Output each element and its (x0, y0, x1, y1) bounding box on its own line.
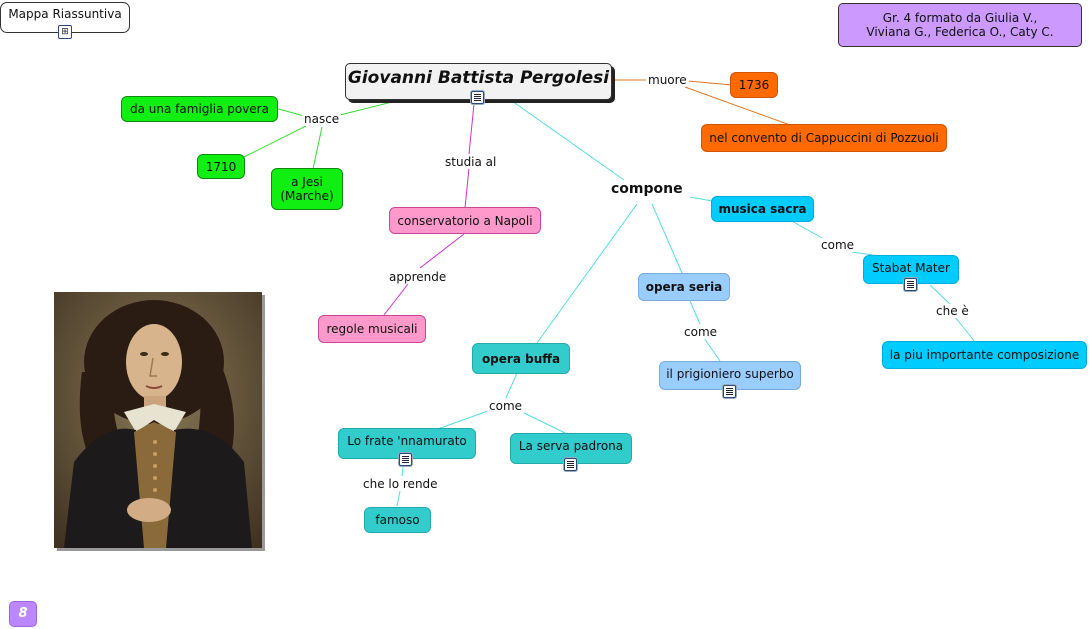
node-luogo-morte[interactable]: nel convento di Cappuccini di Pozzuoli (701, 124, 947, 152)
connector (789, 219, 823, 239)
document-icon[interactable] (723, 385, 736, 398)
connector (419, 233, 465, 269)
map-title-box[interactable]: Mappa Riassuntiva (0, 2, 130, 33)
node-label: regole musicali (326, 322, 418, 336)
link-come-sacra: come (819, 238, 857, 252)
node-anno-morte[interactable]: 1736 (730, 72, 778, 98)
node-label: musica sacra (718, 202, 807, 216)
connector (536, 203, 638, 344)
connector (511, 100, 625, 181)
link-compone: compone (609, 181, 685, 197)
link-che-lo-rende: che lo rende (361, 477, 440, 491)
connector (464, 167, 470, 209)
connector (468, 103, 475, 155)
link-come-seria: come (682, 325, 720, 339)
node-opera-seria[interactable]: opera seria (638, 273, 730, 301)
node-label: nel convento di Cappuccini di Pozzuoli (709, 131, 939, 145)
connector (929, 284, 951, 305)
node-label: Lo frate 'nnamurato (347, 434, 467, 448)
portrait-drawing (54, 292, 262, 548)
node-musica-sacra[interactable]: musica sacra (711, 196, 814, 222)
authors-box: Gr. 4 formato da Giulia V., Viviana G., … (838, 3, 1082, 47)
node-label: a Jesi (Marche) (280, 175, 334, 203)
document-icon[interactable] (904, 278, 917, 291)
node-composizione[interactable]: la piu importante composizione (882, 341, 1087, 369)
connector (703, 337, 721, 362)
link-muore: muore (646, 73, 689, 87)
document-icon[interactable] (471, 91, 484, 104)
link-nasce: nasce (302, 112, 342, 126)
link-apprende: apprende (387, 270, 449, 284)
node-label: La serva padrona (518, 439, 624, 453)
node-opera-buffa[interactable]: opera buffa (472, 343, 570, 374)
node-label: la piu importante composizione (889, 348, 1080, 362)
node-label: il prigioniero superbo (666, 367, 794, 381)
node-label: conservatorio a Napoli (397, 213, 533, 228)
node-label: famoso (375, 513, 420, 527)
map-title-text: Mappa Riassuntiva (8, 7, 122, 21)
node-serva[interactable]: La serva padrona (510, 433, 632, 464)
connector (431, 410, 489, 432)
central-concept[interactable]: Giovanni Battista Pergolesi (345, 63, 612, 100)
node-famiglia[interactable]: da una famiglia povera (121, 96, 278, 122)
link-che-e: che è (934, 304, 971, 318)
node-luogo-nascita[interactable]: a Jesi (Marche) (271, 168, 343, 210)
connector (687, 80, 733, 86)
connector (954, 316, 976, 343)
node-label: da una famiglia povera (130, 102, 269, 116)
connector (396, 490, 401, 507)
link-come-buffa: come (487, 399, 525, 413)
node-label: Stabat Mater (872, 261, 950, 275)
authors-text: Gr. 4 formato da Giulia V., Viviana G., … (866, 11, 1054, 39)
node-regole[interactable]: regole musicali (318, 315, 426, 343)
node-label: opera seria (645, 280, 723, 294)
connector (651, 203, 683, 274)
node-label: 1710 (205, 159, 237, 174)
node-famoso[interactable]: famoso (364, 507, 431, 533)
connector (689, 300, 701, 325)
submap-icon[interactable]: ⊞ (58, 25, 72, 39)
connector (274, 107, 305, 117)
connector (519, 410, 566, 434)
page-number: 8 (18, 606, 28, 621)
document-icon[interactable] (564, 458, 577, 471)
connector (243, 125, 307, 158)
page-number-badge[interactable]: 8 (9, 601, 37, 627)
link-studia-al: studia al (443, 155, 499, 169)
connector (684, 86, 791, 126)
connector (312, 126, 323, 170)
central-title: Giovanni Battista Pergolesi (347, 68, 610, 88)
node-conservatorio[interactable]: conservatorio a Napoli (389, 207, 541, 234)
connector (505, 372, 518, 399)
connector (383, 283, 409, 316)
connector (689, 196, 713, 202)
node-label: 1736 (738, 78, 770, 92)
node-label: opera buffa (481, 351, 561, 366)
portrait-image (54, 292, 262, 548)
node-anno-nascita[interactable]: 1710 (197, 154, 245, 179)
document-icon[interactable] (399, 453, 412, 466)
connector (335, 100, 397, 117)
